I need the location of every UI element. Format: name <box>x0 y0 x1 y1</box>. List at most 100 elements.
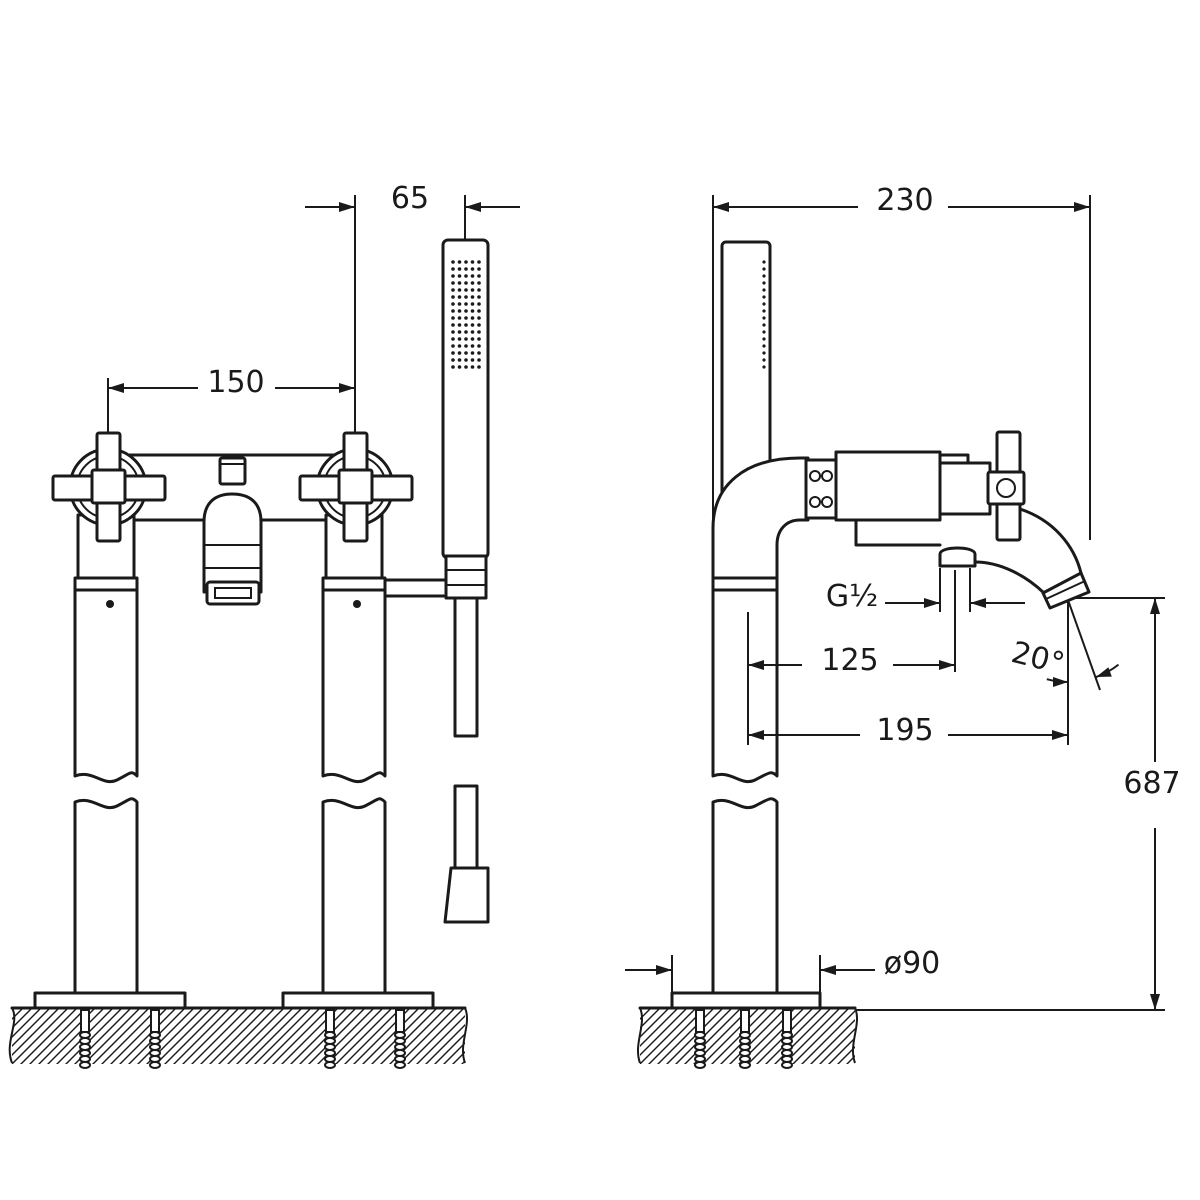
anchor-bolts-side <box>694 1009 793 1069</box>
spray-nozzle <box>762 323 766 327</box>
spray-nozzle <box>464 337 468 341</box>
bolt-thread <box>79 1061 91 1069</box>
hatch-line <box>191 1008 249 1064</box>
hatch-line <box>801 1010 855 1064</box>
hatch-line <box>640 1008 697 1064</box>
hatch-line <box>335 1008 393 1064</box>
left-cross-handle <box>51 431 167 543</box>
spray-nozzle <box>457 365 462 369</box>
bolt-shank <box>80 1009 90 1033</box>
right-cross-handle <box>298 431 414 543</box>
front-view: 150 65 <box>8 181 563 1069</box>
spray-nozzle <box>464 302 468 306</box>
arrowhead <box>820 965 836 975</box>
anchor-bolt <box>781 1009 793 1069</box>
arrowhead <box>924 598 940 608</box>
spray-nozzle <box>457 267 462 271</box>
arrowhead <box>748 730 764 740</box>
spray-nozzle <box>470 351 475 355</box>
hatch-line <box>398 1008 456 1064</box>
diverter-knob <box>218 456 247 486</box>
spray-nozzle <box>762 309 766 313</box>
hatch-line <box>505 1008 563 1066</box>
anchor-bolt <box>394 1009 406 1069</box>
dimension-label: 195 <box>876 713 933 748</box>
hatch-line <box>890 1008 948 1066</box>
hatch-line <box>443 1042 465 1064</box>
spray-nozzle <box>451 288 455 292</box>
arrowhead <box>1074 202 1090 212</box>
bolt-thread <box>739 1061 751 1069</box>
spray-nozzle <box>457 351 462 355</box>
base-plate <box>670 991 822 1010</box>
spray-nozzle <box>470 316 475 320</box>
spray-nozzle <box>464 358 468 362</box>
hatch-line <box>254 1008 312 1064</box>
arrowhead <box>1096 667 1112 677</box>
floor-hatching <box>640 1008 948 1066</box>
bolt-shank <box>325 1009 335 1033</box>
hatch-line <box>92 1008 150 1064</box>
side-cross-handle <box>986 430 1026 542</box>
spray-nozzle <box>451 337 455 341</box>
hatch-line <box>747 1008 805 1064</box>
bolt-thread <box>394 1061 406 1069</box>
hatch-line <box>29 1008 87 1064</box>
outlet-bracket <box>854 518 942 547</box>
spray-nozzle <box>762 337 766 341</box>
spray-nozzle <box>477 358 481 362</box>
spray-nozzle <box>451 309 455 313</box>
hatch-line <box>452 1051 465 1064</box>
nose-ring <box>1045 580 1086 600</box>
spray-nozzle <box>457 316 462 320</box>
spray-nozzle <box>762 316 766 320</box>
hatch-line <box>245 1008 303 1064</box>
spray-nozzle <box>464 330 468 334</box>
left-column <box>73 513 139 995</box>
hatch-line <box>640 1008 688 1056</box>
column-upper-segment <box>711 588 779 784</box>
hatch-line <box>12 1008 42 1038</box>
spray-nozzle <box>762 267 766 271</box>
hatch-line <box>765 1008 823 1064</box>
hatch-line <box>12 1008 69 1064</box>
mixer-body <box>834 450 942 522</box>
hatch-line <box>863 1008 921 1066</box>
set-screw <box>106 600 114 608</box>
aerator-insert <box>214 587 252 599</box>
spray-nozzle <box>464 260 468 264</box>
spray-nozzle <box>470 267 475 271</box>
column-collar <box>711 576 779 592</box>
spray-nozzle <box>470 323 475 327</box>
spray-nozzles <box>451 260 481 369</box>
column-collar <box>321 576 387 592</box>
arrowhead <box>970 598 986 608</box>
handle-hub-cap <box>996 478 1016 498</box>
hatch-line <box>881 1008 939 1066</box>
cartridge-housing <box>938 461 992 516</box>
hatch-line <box>362 1008 420 1064</box>
anchor-bolt <box>739 1009 751 1069</box>
spray-nozzle <box>470 281 475 285</box>
hatch-line <box>407 1008 465 1064</box>
hatch-line <box>12 1008 33 1029</box>
arrowhead <box>465 202 481 212</box>
hatch-line <box>810 1019 855 1064</box>
spray-nozzle <box>451 365 455 369</box>
spray-nozzle <box>470 288 475 292</box>
dimension-angle: 20° <box>1008 599 1120 691</box>
dimension-label: 150 <box>207 365 264 400</box>
front-spout <box>202 456 263 606</box>
spray-nozzle <box>451 351 455 355</box>
spray-nozzle <box>464 267 468 271</box>
hatch-line <box>65 1008 123 1064</box>
anchor-bolt <box>79 1009 91 1069</box>
hatch-line <box>434 1033 465 1064</box>
hatch-line <box>236 1008 294 1064</box>
bolt-thread <box>694 1061 706 1069</box>
hatch-line <box>478 1008 536 1066</box>
bolt-shank <box>150 1009 160 1033</box>
column-lower-segment <box>321 797 387 995</box>
spray-nozzle <box>762 295 766 299</box>
